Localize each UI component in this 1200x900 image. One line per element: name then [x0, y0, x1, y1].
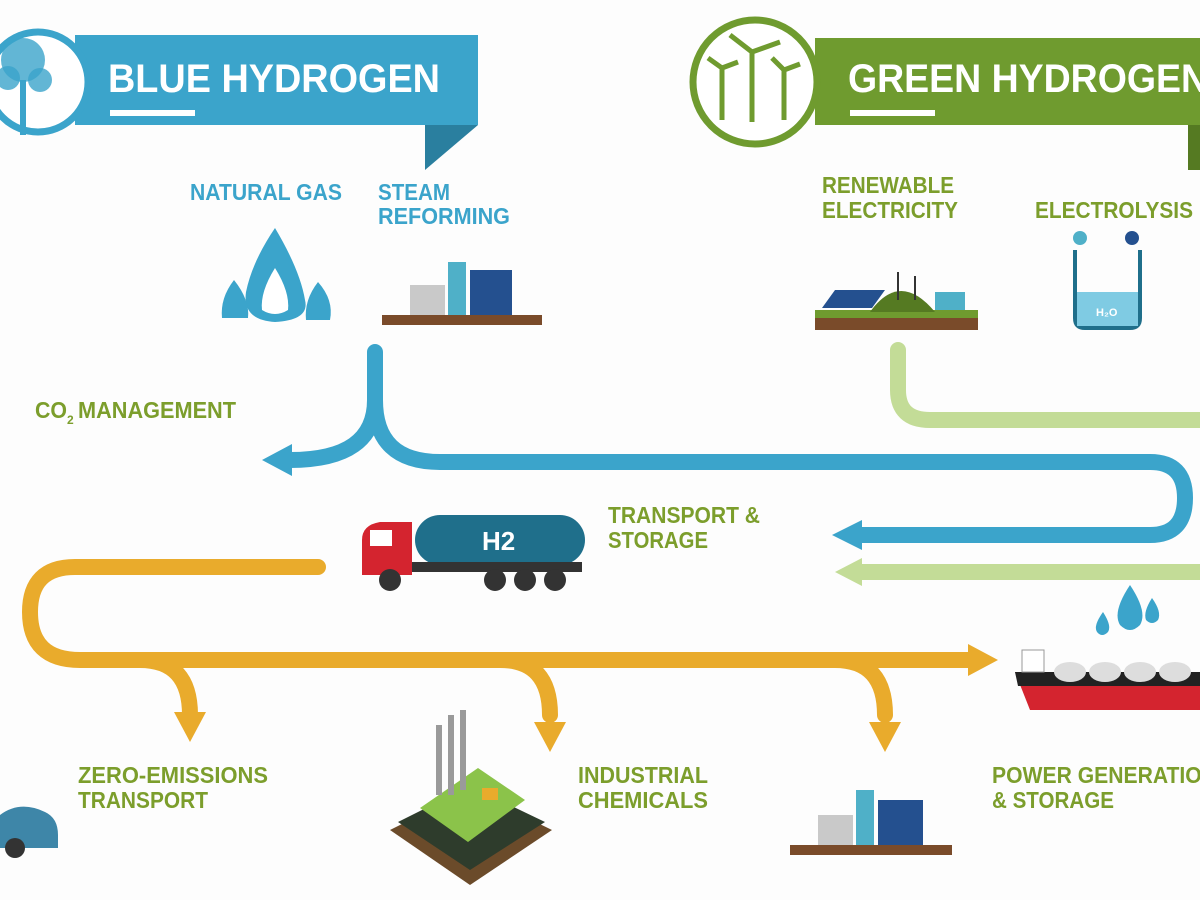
blue-flow [282, 344, 1194, 543]
reforming-label: REFORMING [378, 203, 510, 229]
natural-gas-label: NATURAL GAS [190, 179, 342, 205]
power-storage-label: & STORAGE [992, 787, 1114, 813]
light-green-flow [852, 342, 1200, 580]
green-hydrogen-header: GREEN HYDROGEN [689, 16, 1200, 170]
refinery-icon [790, 790, 952, 855]
tanker-ship-icon [1015, 649, 1200, 710]
renewable-energy-icon [815, 272, 978, 330]
transport-label: TRANSPORT & [608, 502, 760, 528]
h2o-label: H₂O [1096, 307, 1118, 319]
hydrogen-truck-icon: H2 [362, 515, 585, 591]
power-generation-label: POWER GENERATION [992, 762, 1200, 788]
storage-label: STORAGE [608, 527, 708, 553]
blue-hydrogen-title: BLUE HYDROGEN [108, 57, 440, 101]
orange-flow [21, 559, 978, 723]
co2-management-label: CO 2 MANAGEMENT [35, 397, 236, 427]
arrow-head [174, 712, 206, 742]
zero-emissions-label: ZERO-EMISSIONS [78, 762, 268, 788]
arrow-head [832, 520, 862, 550]
chemicals-label: CHEMICALS [578, 787, 708, 813]
arrow-head [262, 444, 292, 476]
arrow-head [534, 722, 566, 752]
svg-text:2: 2 [67, 413, 74, 427]
industrial-label: INDUSTRIAL [578, 762, 708, 788]
arrow-head [968, 644, 998, 676]
steam-label: STEAM [378, 179, 450, 205]
h2-tank-label: H2 [482, 526, 515, 556]
green-hydrogen-title: GREEN HYDROGEN [848, 57, 1200, 101]
electricity-label: ELECTRICITY [822, 197, 958, 223]
tree-icon [0, 38, 52, 135]
svg-text:CO: CO [35, 397, 67, 423]
svg-text:MANAGEMENT: MANAGEMENT [78, 397, 236, 423]
steam-reforming-plant-icon [382, 262, 542, 325]
arrow-head [835, 558, 862, 586]
electrolysis-label: ELECTROLYSIS [1035, 197, 1193, 223]
chemical-factory-icon [390, 710, 552, 885]
car-icon [0, 806, 58, 858]
flame-icon [221, 228, 331, 322]
electrolysis-icon: H₂O [1073, 231, 1142, 330]
water-drops-icon [1095, 585, 1160, 635]
zero-emissions-transport-label: TRANSPORT [78, 787, 208, 813]
arrow-head [869, 722, 901, 752]
blue-hydrogen-header: BLUE HYDROGEN [0, 28, 478, 170]
wind-turbine-icon [706, 33, 801, 122]
renewable-label: RENEWABLE [822, 172, 954, 198]
